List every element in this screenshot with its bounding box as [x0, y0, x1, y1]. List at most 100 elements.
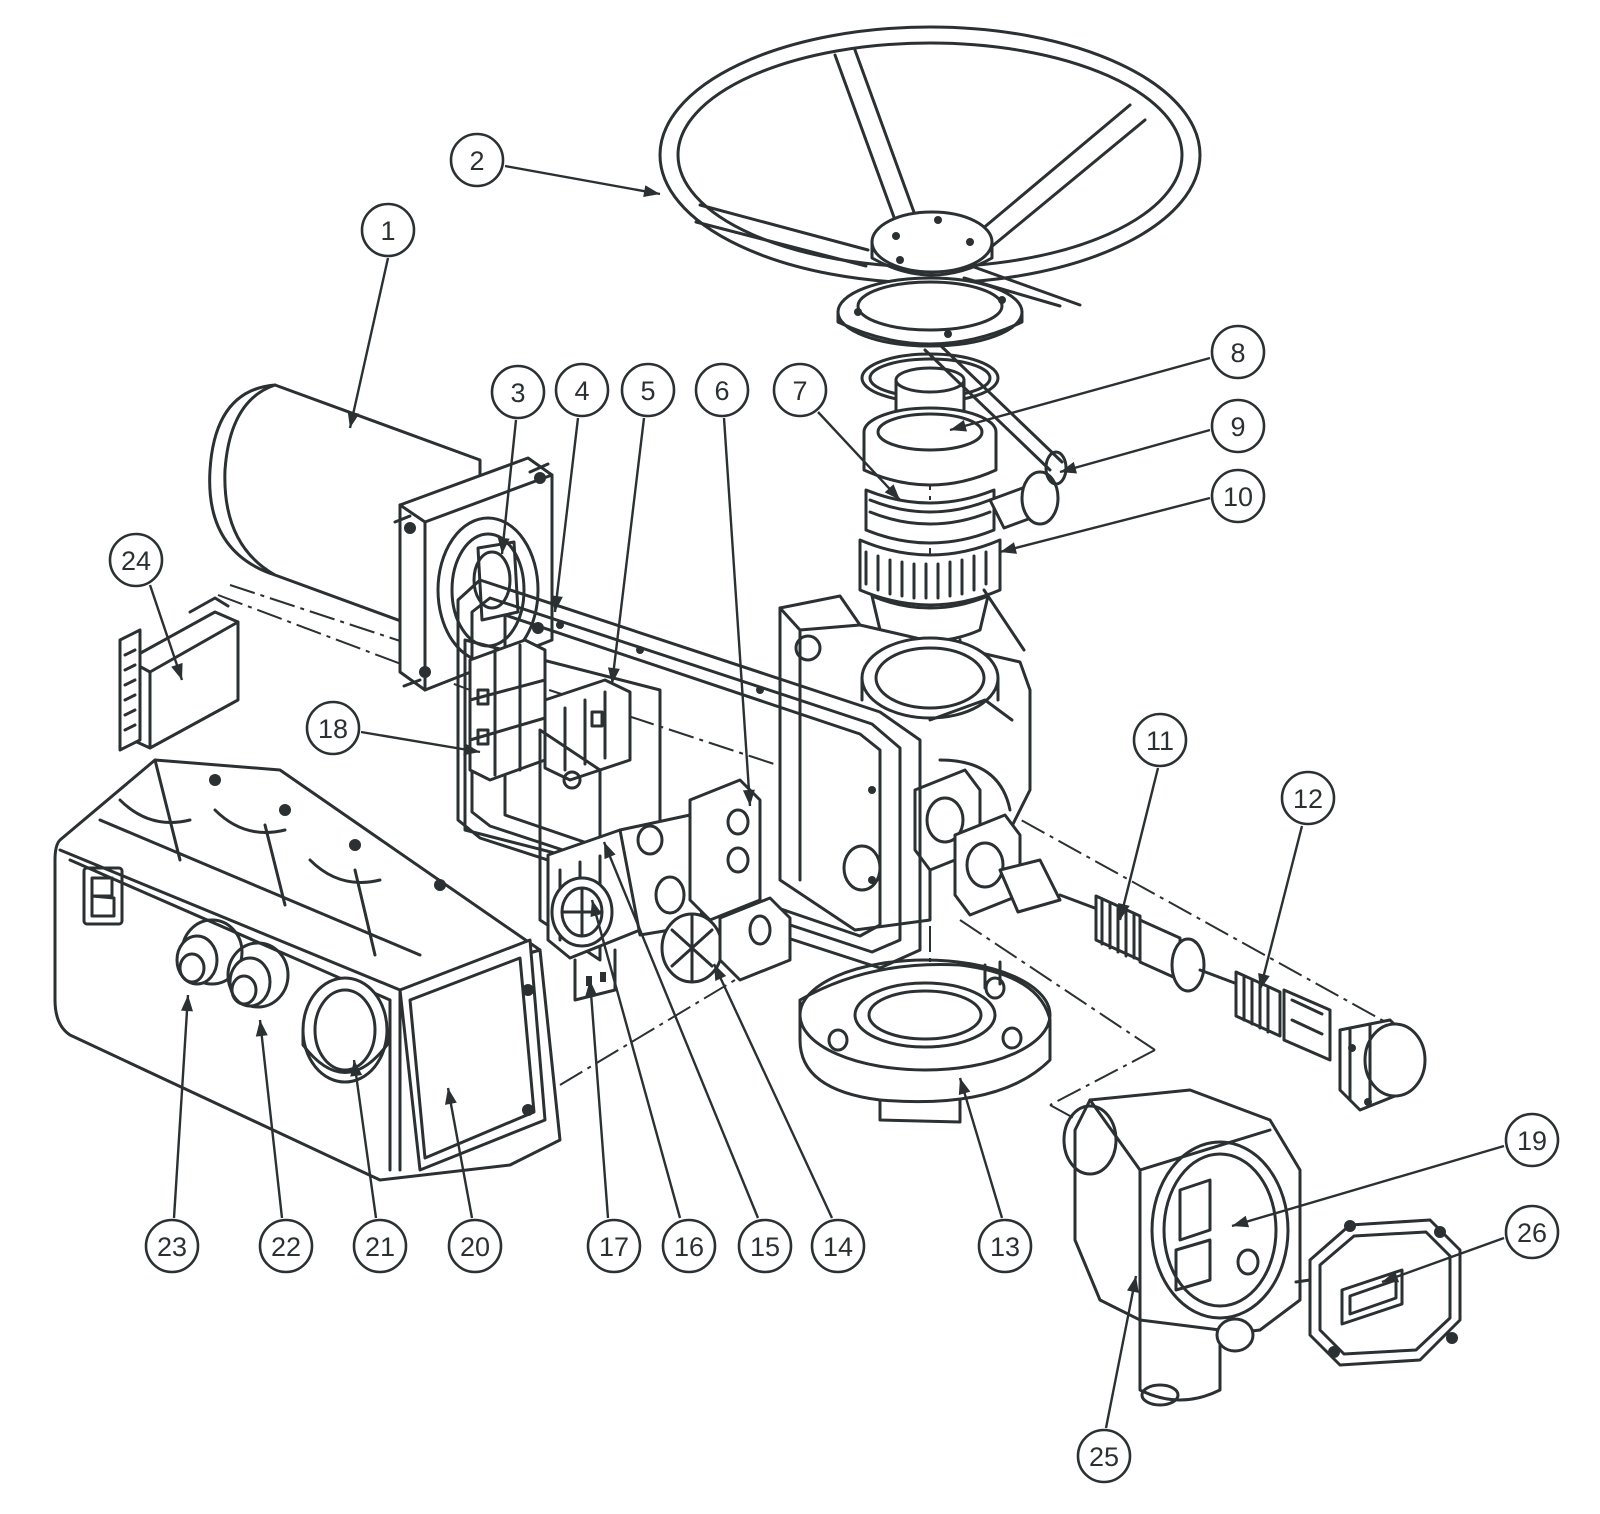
callout-number-26: 26	[1517, 1218, 1547, 1248]
callout-leader-14	[712, 963, 834, 1219]
callout-arrowhead-22	[255, 1020, 268, 1037]
callout-leader-23	[172, 994, 190, 1219]
callout-number-4: 4	[574, 376, 589, 406]
callout-number-10: 10	[1223, 482, 1253, 512]
callout-bubble-3	[490, 364, 546, 420]
control-mounting-plate	[463, 638, 662, 882]
callout-2: 2	[449, 132, 505, 188]
motor-flange	[393, 456, 554, 692]
callout-arrowhead-14	[714, 964, 727, 982]
callout-12: 12	[1280, 770, 1336, 826]
callout-bubble-24	[108, 532, 164, 588]
callout-leader-26	[1381, 1236, 1505, 1284]
callout-arrowhead-8	[950, 419, 968, 432]
callout-leader-17	[588, 979, 610, 1219]
callout-leader-22	[258, 1019, 284, 1219]
cross-pin	[923, 343, 1068, 652]
callout-number-1: 1	[380, 216, 395, 246]
callout-bubble-7	[772, 362, 828, 418]
callout-leader-3	[500, 419, 518, 555]
limit-switch-assembly	[538, 728, 792, 1002]
callout-leader-2	[504, 164, 661, 196]
callout-arrowhead-6	[742, 789, 755, 806]
mounting-base-flange	[798, 958, 1052, 1124]
callout-number-17: 17	[599, 1232, 629, 1262]
callout-1: 1	[360, 202, 416, 258]
callout-leader-19	[1231, 1144, 1505, 1228]
callout-leader-9	[1059, 428, 1211, 474]
callout-leader-18	[360, 730, 481, 754]
callout-number-6: 6	[714, 376, 729, 406]
callout-leaders	[148, 164, 1505, 1429]
callout-leader-1	[348, 257, 390, 429]
terminal-board	[118, 596, 240, 752]
callout-number-21: 21	[365, 1232, 395, 1262]
callout-13: 13	[977, 1218, 1033, 1274]
callout-leader-16	[590, 899, 682, 1219]
callout-bubble-1	[360, 202, 416, 258]
callout-leader-13	[958, 1077, 1004, 1219]
callout-leader-6	[722, 417, 752, 807]
callout-bubble-20	[447, 1218, 503, 1274]
callout-arrowhead-2	[643, 185, 660, 198]
callout-5: 5	[620, 362, 676, 418]
callout-number-15: 15	[750, 1232, 780, 1262]
callout-arrowhead-13	[958, 1078, 971, 1096]
callout-number-22: 22	[271, 1232, 301, 1262]
callout-arrowhead-16	[590, 900, 603, 918]
callout-leader-12	[1258, 825, 1304, 991]
callout-26: 26	[1504, 1204, 1560, 1260]
actuator-line-art	[53, 25, 1462, 1407]
callout-number-9: 9	[1230, 412, 1245, 442]
callout-arrowhead-10	[1000, 542, 1017, 554]
callout-arrowhead-23	[181, 995, 193, 1012]
callout-number-8: 8	[1230, 338, 1245, 368]
wheel-hub-flange	[836, 276, 1024, 348]
callout-18: 18	[305, 700, 361, 756]
callout-number-19: 19	[1517, 1126, 1547, 1156]
callout-bubble-8	[1210, 324, 1266, 380]
callout-bubble-16	[661, 1218, 717, 1274]
callout-bubble-21	[352, 1218, 408, 1274]
callout-16: 16	[661, 1218, 717, 1274]
callout-bubble-2	[449, 132, 505, 188]
callout-bubble-5	[620, 362, 676, 418]
callout-leader-15	[602, 841, 760, 1219]
callout-15: 15	[737, 1218, 793, 1274]
callout-arrowhead-1	[347, 411, 360, 428]
callout-arrowhead-25	[1127, 1276, 1139, 1293]
callout-number-14: 14	[823, 1232, 853, 1262]
callout-bubble-18	[305, 700, 361, 756]
callout-arrowhead-15	[604, 842, 616, 860]
callout-number-5: 5	[640, 376, 655, 406]
drive-shaft-stack	[858, 366, 1002, 668]
electronics-housing	[1062, 1088, 1302, 1407]
callout-leader-25	[1104, 1275, 1138, 1429]
callout-number-2: 2	[469, 146, 484, 176]
callout-10: 10	[1210, 468, 1266, 524]
callout-bubble-9	[1210, 398, 1266, 454]
callout-arrowhead-24	[171, 662, 183, 680]
callout-arrowhead-18	[463, 743, 480, 756]
callout-bubble-22	[258, 1218, 314, 1274]
callout-23: 23	[144, 1218, 200, 1274]
callout-bubble-25	[1076, 1428, 1132, 1484]
callout-arrowhead-5	[607, 667, 620, 684]
terminal-cover	[53, 758, 562, 1182]
callout-number-24: 24	[121, 546, 151, 576]
callout-leader-21	[352, 1059, 378, 1219]
callout-leader-24	[148, 584, 184, 681]
callout-bubble-19	[1504, 1112, 1560, 1168]
callout-14: 14	[810, 1218, 866, 1274]
callout-bubble-12	[1280, 770, 1336, 826]
output-shaft-train	[998, 858, 1427, 1112]
callout-number-18: 18	[318, 714, 348, 744]
handwheel	[658, 25, 1202, 308]
callout-arrowhead-21	[350, 1060, 363, 1077]
callout-arrowhead-7	[884, 484, 900, 500]
callout-arrowhead-11	[1118, 903, 1130, 920]
callout-number-20: 20	[460, 1232, 490, 1262]
callout-6: 6	[694, 362, 750, 418]
